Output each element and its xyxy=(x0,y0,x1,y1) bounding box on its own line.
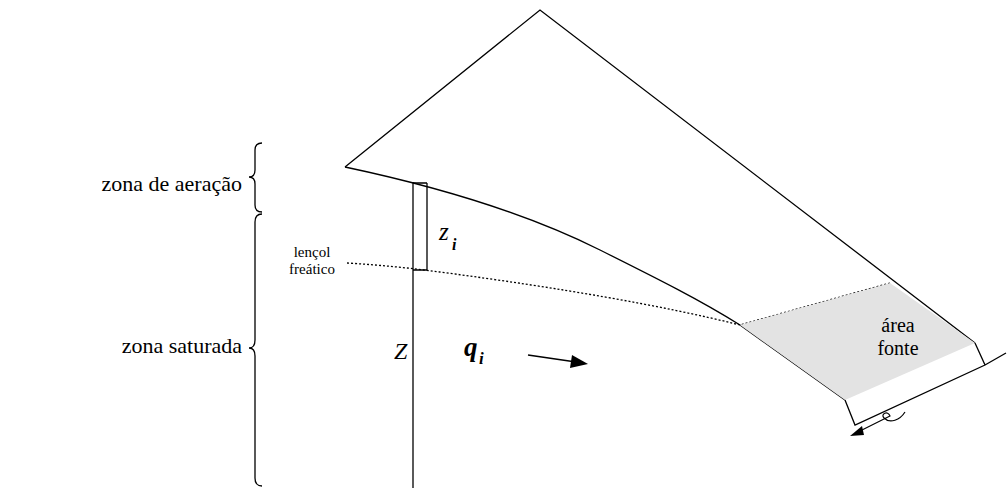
water-table-label: lençol freático xyxy=(280,244,344,277)
subscript: i xyxy=(479,350,484,369)
flow-arrow xyxy=(528,355,576,362)
subscript: i xyxy=(452,236,456,254)
depth-symbol: z xyxy=(439,218,449,246)
flow-arrowhead xyxy=(570,355,588,368)
flow-symbol: q xyxy=(464,333,478,363)
depth-bracket xyxy=(413,183,427,270)
outflow-arrow xyxy=(858,412,905,432)
depth-symbol: Z xyxy=(394,338,407,364)
depth-line xyxy=(412,182,413,488)
zone-brace xyxy=(249,214,262,486)
source-area-shape xyxy=(740,283,985,405)
area-label: área fonte xyxy=(868,314,928,360)
zone-label: zona saturada xyxy=(12,334,242,358)
source-area: área fonte xyxy=(740,283,985,405)
zone-label: zona de aeração xyxy=(12,172,242,196)
zone-brace xyxy=(249,143,262,212)
ground-surface xyxy=(345,167,845,400)
outflow-arrowhead xyxy=(850,426,864,436)
